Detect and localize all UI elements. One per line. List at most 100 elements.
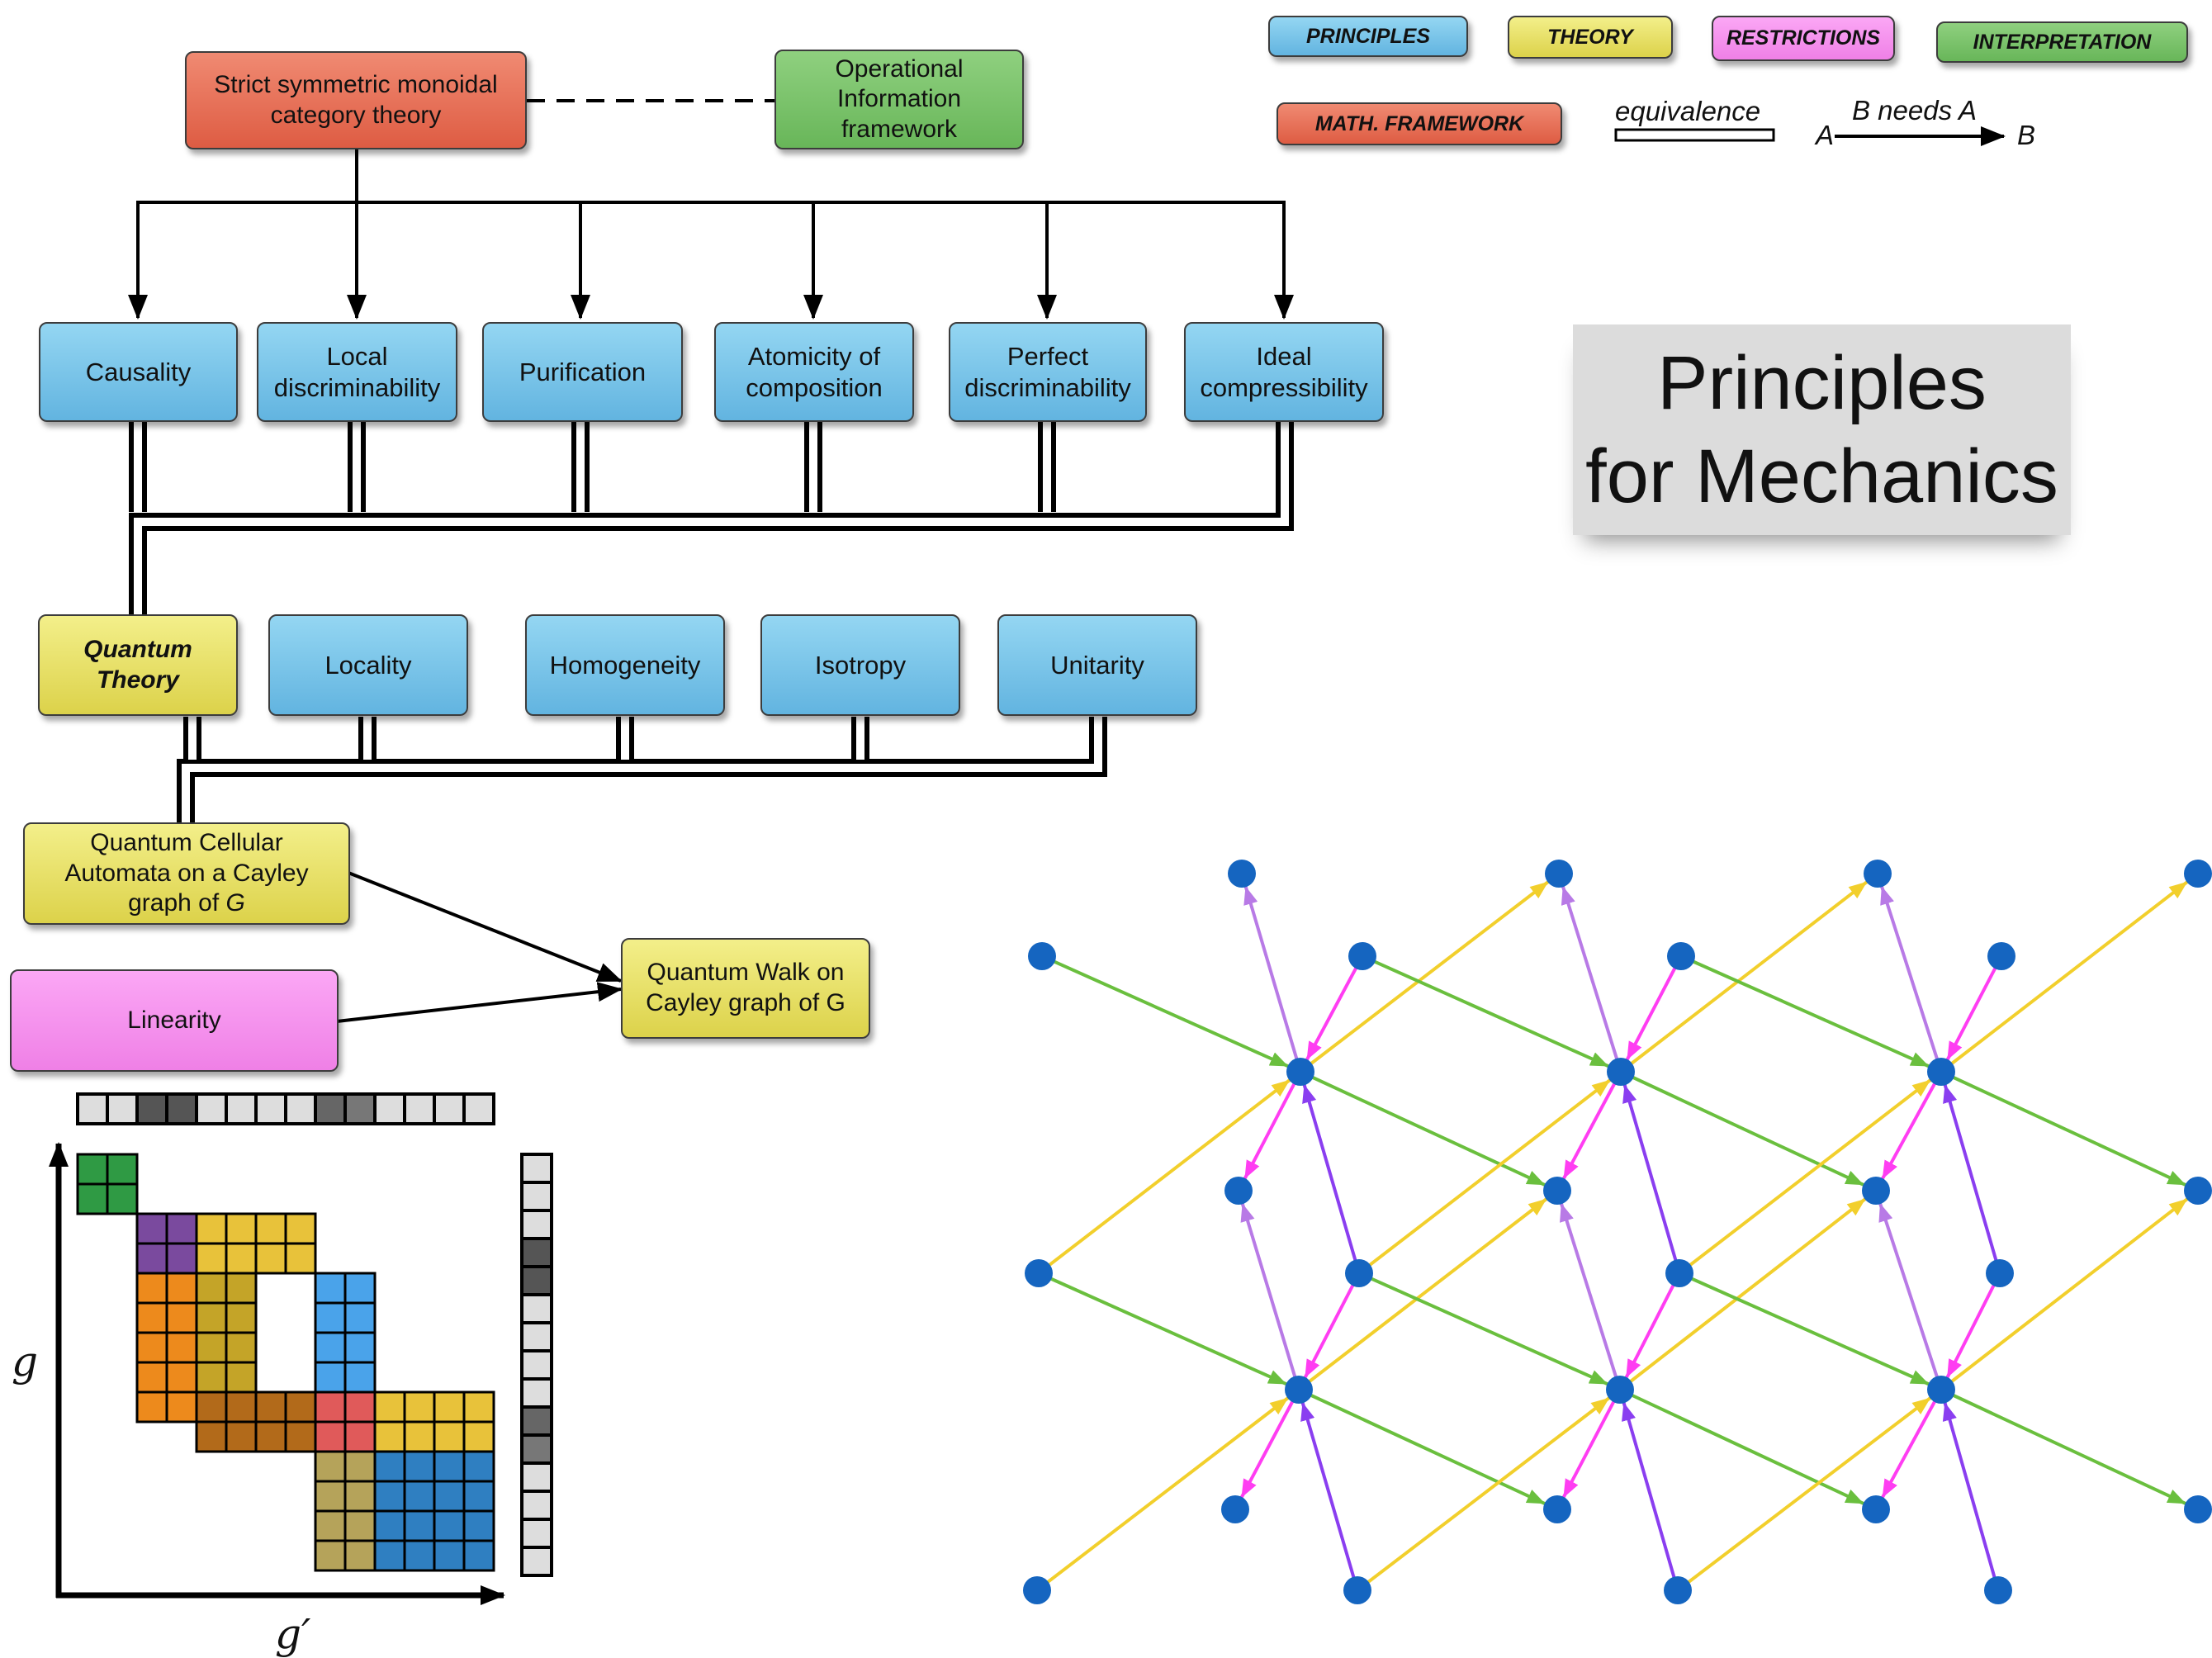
principle-causality: Causality	[39, 322, 238, 422]
legend-equivalence-symbol	[1614, 128, 1775, 142]
block-light-blue	[314, 1272, 377, 1394]
qca-line-3: graph of G	[128, 888, 245, 919]
qca-line-2: Automata on a Cayley	[64, 859, 309, 887]
lattice-node	[1543, 1495, 1571, 1523]
state-strip-horizontal	[76, 1092, 495, 1125]
lattice-edge-yellow	[1356, 1396, 1611, 1592]
lattice-edge-magenta	[1880, 1071, 1943, 1180]
lattice-node	[1667, 942, 1695, 970]
legend-equivalence-label: equivalence	[1615, 96, 1761, 126]
lattice-edge-magenta	[1561, 1389, 1622, 1499]
needs-arrows	[336, 871, 623, 1023]
block-matrix	[76, 1092, 553, 1577]
lattice-edge-green	[1679, 1272, 1930, 1386]
lattice-edge-green	[1680, 955, 1930, 1068]
lattice-edge-yellow	[1678, 1078, 1932, 1275]
lattice-edge-green	[1619, 1388, 1865, 1506]
lattice-node	[1224, 1177, 1253, 1205]
lattice-node	[1607, 1058, 1635, 1086]
lattice-node	[1343, 1576, 1371, 1604]
principle-homogeneity: Homogeneity	[525, 614, 725, 716]
block-green	[76, 1153, 139, 1215]
lattice-edge-yellow	[1940, 1197, 2189, 1391]
lattice-edge-magenta	[1243, 1071, 1302, 1180]
principle-isotropy: Isotropy	[760, 614, 960, 716]
block-dark-blue	[373, 1450, 495, 1572]
lattice-edge-lilac	[1240, 1202, 1300, 1390]
lattice-node	[1862, 1177, 1890, 1205]
cayley-lattice	[1023, 860, 2212, 1604]
qca-line-3-prefix: graph of	[128, 889, 226, 917]
lattice-node	[1348, 942, 1376, 970]
lattice-node	[1927, 1058, 1955, 1086]
lattice-edge-yellow	[1618, 1197, 1867, 1391]
lattice-node	[2184, 860, 2212, 888]
block-red	[314, 1390, 377, 1453]
lattice-node	[1345, 1259, 1373, 1287]
lattice-node	[1221, 1495, 1249, 1523]
block-yellow-right	[373, 1390, 495, 1453]
lattice-edge-yellow	[1037, 1078, 1291, 1275]
lattice-edge-green	[1300, 1070, 1547, 1187]
legend-needs-a: A	[1816, 120, 1835, 150]
slide-title: Principles for Mechanics	[1573, 324, 2071, 535]
lattice-node	[1286, 1058, 1314, 1086]
lattice-edge-purple	[1302, 1083, 1361, 1274]
qca-box: Quantum Cellular Automata on a Cayley gr…	[23, 822, 350, 925]
lattice-edge-lilac	[1559, 1202, 1622, 1390]
lattice-edge-lilac	[1561, 885, 1622, 1073]
lattice-edge-yellow	[1619, 880, 1869, 1073]
lattice-edge-magenta	[1303, 1272, 1361, 1379]
lattice-edge-yellow	[1940, 880, 2189, 1073]
lattice-node	[1028, 942, 1056, 970]
lattice-node	[1864, 860, 1892, 888]
block-brown	[195, 1390, 317, 1453]
lattice-edge-green	[1940, 1388, 2187, 1506]
operational-framework-box: Operational Information framework	[774, 50, 1024, 149]
principle-purification: Purification	[482, 322, 683, 422]
lattice-edge-lilac	[1879, 885, 1943, 1073]
lattice-node	[1285, 1376, 1313, 1404]
lattice-node	[1862, 1495, 1890, 1523]
lattice-edge-yellow	[1357, 1078, 1612, 1275]
block-khaki	[314, 1450, 377, 1572]
principle-perfect-discriminability: Perfect discriminability	[949, 322, 1147, 422]
lattice-edge-lilac	[1878, 1202, 1943, 1390]
lattice-edge-magenta	[1945, 1272, 2001, 1379]
lattice-edge-yellow	[1035, 1396, 1290, 1592]
state-strip-vertical	[520, 1153, 553, 1577]
lattice-edge-purple	[1942, 1401, 2000, 1591]
block-yellow-top	[195, 1212, 317, 1275]
lattice-edge-magenta	[1625, 955, 1683, 1061]
lattice-edge-green	[1041, 955, 1290, 1068]
lattice-node	[1543, 1177, 1571, 1205]
lattice-edge-purple	[1943, 1083, 2001, 1274]
lattice-edge-magenta	[1239, 1389, 1300, 1499]
equivalence-pipes-lower	[177, 715, 1107, 827]
lattice-edge-green	[1940, 1070, 2187, 1187]
lattice-edge-yellow	[1297, 1197, 1548, 1391]
legend-needs-b: B	[2017, 120, 2036, 150]
lattice-edge-green	[1620, 1070, 1865, 1187]
lattice-node	[1987, 942, 2015, 970]
lattice-edge-magenta	[1561, 1071, 1622, 1180]
legend-theory: THEORY	[1508, 16, 1673, 59]
principle-local-discriminability: Local discriminability	[257, 322, 457, 422]
lattice-node	[1228, 860, 1256, 888]
lattice-edge-magenta	[1880, 1389, 1943, 1499]
lattice-node	[1545, 860, 1573, 888]
lattice-edge-purple	[1622, 1083, 1681, 1274]
lattice-edge-green	[1038, 1272, 1288, 1386]
quantum-walk-box: Quantum Walk on Cayley graph of G	[621, 938, 870, 1039]
legend-interpretation: INTERPRETATION	[1936, 21, 2188, 63]
qca-line-3-var: G	[225, 889, 245, 917]
lattice-edge-yellow	[1676, 1396, 1932, 1592]
matrix-x-label: g′	[275, 1610, 311, 1658]
lattice-edge-yellow	[1299, 880, 1550, 1073]
legend-principles: PRINCIPLES	[1268, 16, 1468, 57]
legend-restrictions: RESTRICTIONS	[1712, 16, 1895, 61]
lattice-edge-green	[1362, 955, 1610, 1068]
principle-ideal-compressibility: Ideal compressibility	[1184, 322, 1384, 422]
lattice-edge-magenta	[1305, 955, 1364, 1061]
